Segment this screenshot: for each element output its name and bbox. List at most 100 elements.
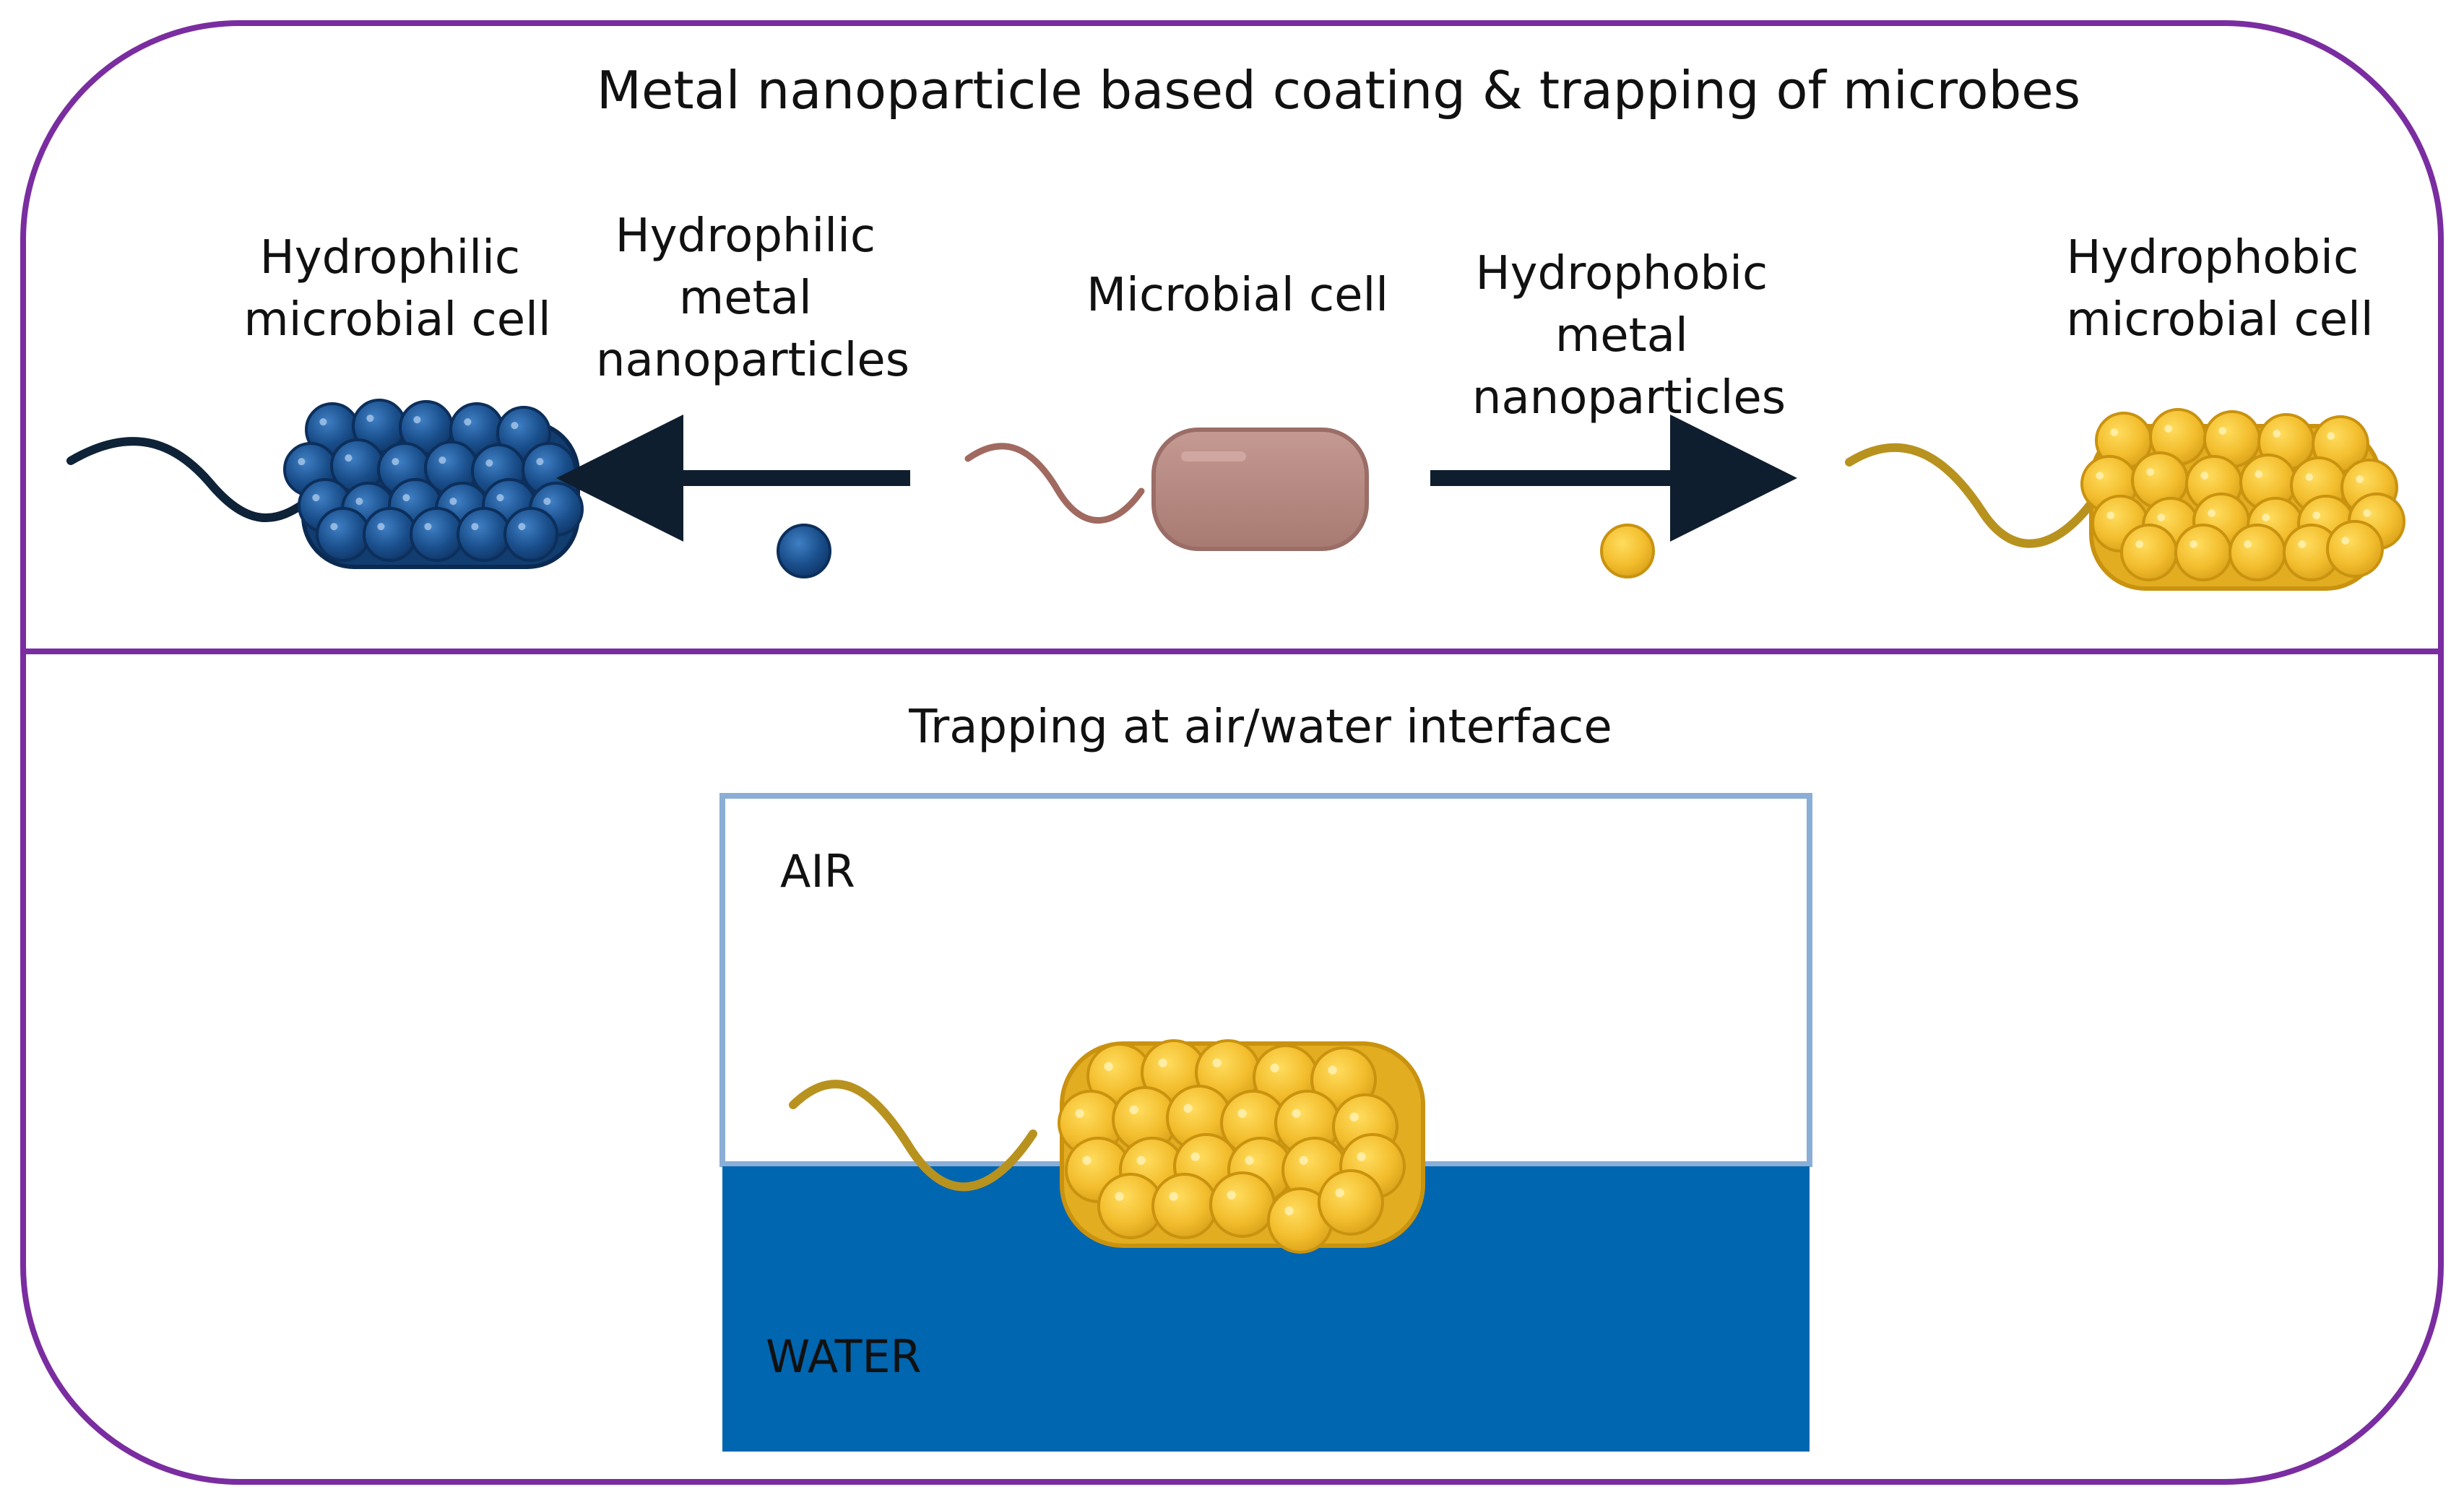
hydrophilic-particle-highlight [543,498,551,506]
hydrophilic-cell-label-line1: Hydrophilic [260,231,520,285]
hydrophilic-particle-highlight [377,523,385,531]
hydrophilic-particle [316,507,371,562]
hydrophobic-particle [2326,520,2384,578]
hydrophobic-particle-highlight [2200,472,2209,480]
trapped-particle-highlight [1357,1152,1366,1161]
hydrophobic-particle [2229,524,2286,581]
hydrophilic-np-label: Hydrophilic metal nanoparticles [596,209,909,387]
hydrophobic-microbial-cell [1845,408,2405,591]
hydrophilic-particle-highlight [449,498,457,506]
hydrophilic-particle-highlight [402,494,410,502]
hydrophobic-np-label-line3: nanoparticles [1472,371,1786,425]
hydrophobic-particle-highlight [2146,468,2155,476]
trapped-particle-highlight [1349,1112,1359,1122]
hydrophobic-particle-highlight [2110,428,2119,436]
trapped-particle-highlight [1183,1103,1193,1113]
water-label: WATER [766,1330,922,1383]
hydrophilic-particle-highlight [330,523,338,531]
trapped-particle [1318,1169,1384,1236]
trapped-particle-highlight [1227,1190,1236,1200]
hydrophobic-particle-highlight [2255,470,2263,478]
hydrophobic-particle [2174,524,2232,581]
hydrophilic-cell-label: Hydrophilic microbial cell [243,231,550,347]
hydrophobic-flagellum [1845,443,2099,548]
interface-section-title: Trapping at air/water interface [908,701,1612,754]
hydrophilic-particle [503,507,558,562]
hydrophobic-particle-highlight [2218,427,2227,435]
hydrophilic-particle-highlight [464,418,472,426]
trapped-particle-highlight [1169,1192,1178,1201]
hydrophilic-particle-highlight [536,458,544,466]
hydrophobic-particle-highlight [2312,511,2321,519]
hydrophobic-particle-highlight [2157,513,2166,521]
hydrophilic-np-label-line1: Hydrophilic [615,209,876,263]
hydrophobic-particle-highlight [2164,425,2173,433]
microbial-cell-label: Microbial cell [1086,269,1388,322]
hydrophilic-particle-highlight [438,456,446,464]
trapped-particle-highlight [1237,1109,1247,1118]
microbial-cell-highlight [1181,451,1246,461]
hydrophobic-particle-highlight [2208,509,2216,517]
hydrophobic-particle-highlight [2305,473,2314,481]
hydrophobic-cell-label-line2: microbial cell [2066,293,2373,347]
hydrophilic-particle [363,507,418,562]
hydrophobic-particle [2120,524,2178,581]
trapped-particle-highlight [1190,1152,1200,1161]
trapped-particle-highlight [1292,1109,1301,1118]
trapped-particle-highlight [1335,1188,1344,1197]
hydrophilic-particle-highlight [319,418,327,426]
hydrophilic-particle-highlight [298,458,306,466]
hydrophilic-particle [410,507,464,562]
air-label: AIR [780,845,855,898]
hydrophobic-nanoparticle [1600,524,1655,578]
hydrophobic-particle-highlight [2135,540,2144,548]
hydrophilic-microbial-cell [66,399,584,569]
hydrophilic-flagellum [66,437,315,523]
trapped-particle-highlight [1104,1062,1113,1071]
trapped-particle-highlight [1075,1109,1084,1118]
hydrophobic-particle-highlight [2341,537,2350,545]
hydrophilic-particle-highlight [518,523,526,531]
trapped-particle [1151,1173,1218,1239]
hydrophobic-particle-highlight [2327,432,2335,440]
trapped-particle-highlight [1284,1206,1294,1215]
hydrophobic-cell-label-line1: Hydrophobic [2067,231,2359,285]
hydrophilic-particle-highlight [345,454,353,462]
hydrophilic-nanoparticle [777,524,831,578]
hydrophobic-particle-highlight [2262,513,2270,521]
trapped-particle-highlight [1158,1058,1167,1067]
trapped-particle-highlight [1136,1155,1146,1165]
trapped-hydrophobic-cell [789,1039,1425,1254]
trapped-particle-highlight [1299,1155,1308,1165]
hydrophilic-particle [457,507,511,562]
trapped-particle-highlight [1270,1063,1279,1072]
hydrophobic-particle-highlight [2356,475,2364,483]
hydrophobic-particle-highlight [2106,511,2115,519]
hydrophilic-particle-highlight [471,523,479,531]
trapped-particle [1209,1171,1276,1238]
hydrophilic-particle-highlight [312,494,320,502]
hydrophilic-particle-highlight [485,459,493,467]
hydrophobic-particle-highlight [2244,540,2252,548]
outer-frame [20,20,2444,1485]
hydrophobic-particle-highlight [2298,540,2307,548]
trapped-particle-highlight [1129,1105,1138,1114]
hydrophilic-particle-cluster [283,399,584,562]
microbial-cell [964,428,1369,551]
hydrophobic-np-label-line1: Hydrophobic [1476,247,1768,300]
hydrophobic-particle-highlight [2096,472,2104,480]
hydrophilic-particle-highlight [366,415,374,422]
figure-title: Metal nanoparticle based coating & trapp… [597,60,2080,121]
hydrophilic-particle-highlight [355,498,363,506]
trapped-particle-highlight [1212,1058,1222,1067]
hydrophobic-particle-highlight [2363,509,2372,517]
hydrophilic-particle-highlight [413,416,421,424]
microbial-flagellum [964,443,1145,524]
microbial-cell-body [1151,428,1369,551]
hydrophobic-np-label-line2: metal [1555,309,1688,363]
hydrophilic-particle-highlight [496,494,504,502]
trapped-particle-cluster [1058,1039,1406,1254]
trapped-particle-highlight [1245,1155,1254,1165]
hydrophilic-particle-highlight [392,458,399,466]
